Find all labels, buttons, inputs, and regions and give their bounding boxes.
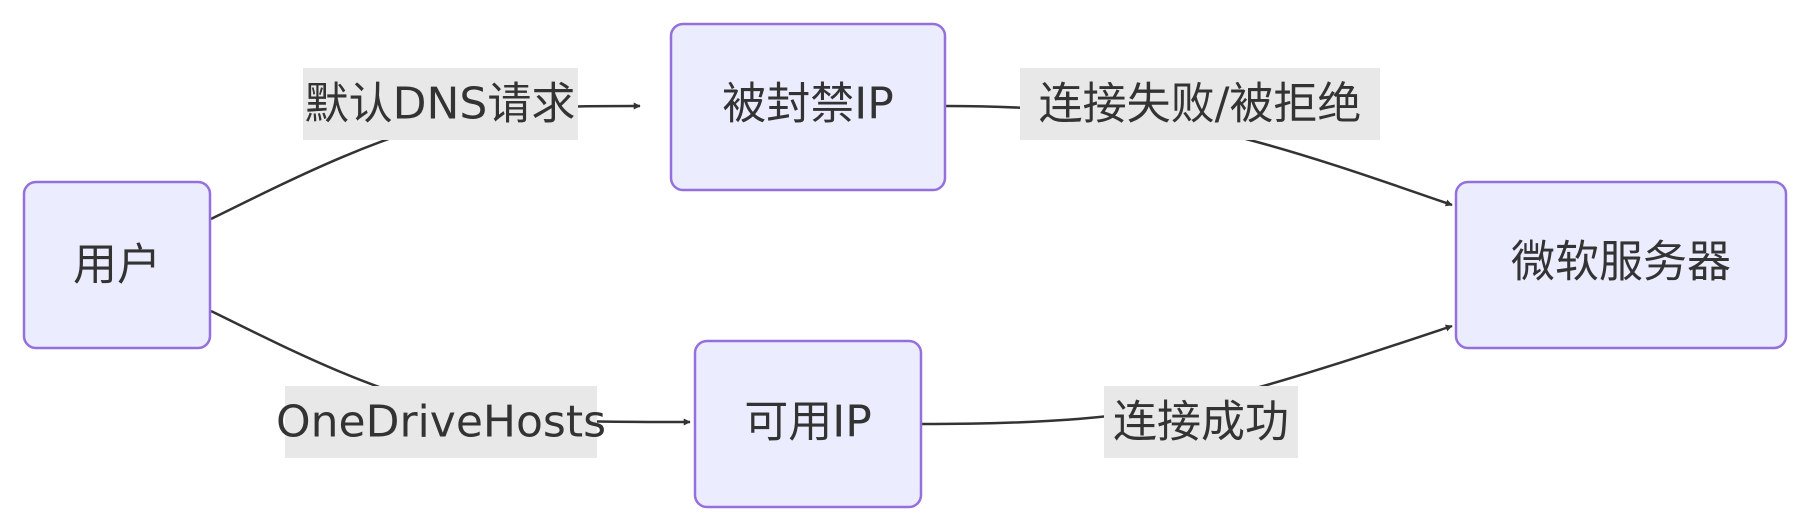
node-user-label: 用户: [73, 240, 161, 291]
edge-label-onedrive-hosts: OneDriveHosts: [276, 386, 606, 458]
node-available-ip-label: 可用IP: [744, 397, 872, 448]
edge-label-conn-success: 连接成功: [1104, 386, 1298, 458]
node-ms-server: 微软服务器: [1454, 180, 1788, 350]
edge-label-conn-success-text: 连接成功: [1113, 397, 1289, 448]
node-available-ip: 可用IP: [693, 339, 923, 509]
node-user: 用户: [22, 180, 212, 350]
node-blocked-ip: 被封禁IP: [669, 22, 947, 192]
edge-label-default-dns-text: 默认DNS请求: [305, 79, 576, 130]
node-ms-server-label: 微软服务器: [1511, 237, 1731, 288]
edge-label-conn-failed-text: 连接失败/被拒绝: [1039, 79, 1362, 130]
edge-label-default-dns: 默认DNS请求: [303, 68, 578, 140]
edge-label-onedrive-hosts-text: OneDriveHosts: [276, 397, 606, 448]
node-blocked-ip-label: 被封禁IP: [722, 79, 894, 130]
edge-label-conn-failed: 连接失败/被拒绝: [1020, 68, 1380, 140]
